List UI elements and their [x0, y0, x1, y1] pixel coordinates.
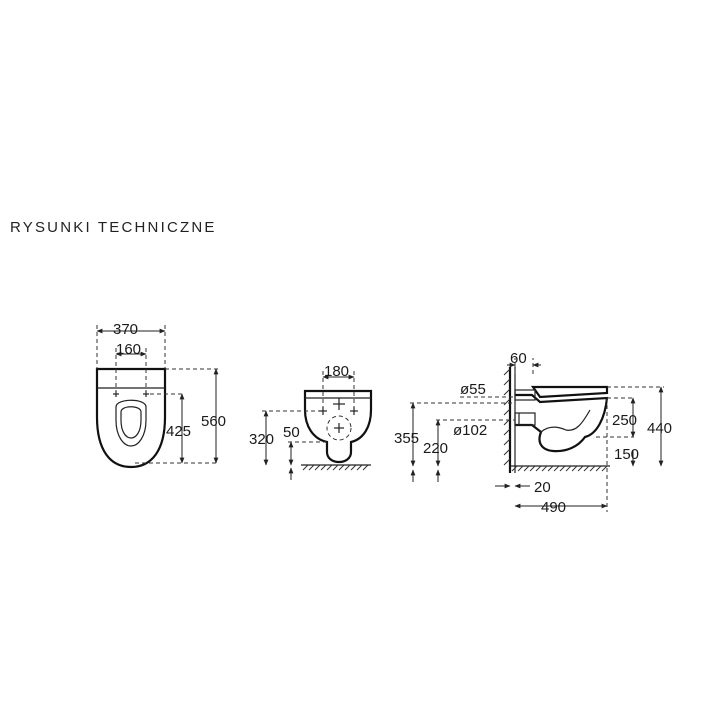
- dim-d102-label: ø102: [453, 422, 487, 439]
- dim-width-label: 370: [113, 321, 138, 338]
- bowl-outline-side: [303, 389, 373, 464]
- dim-220-label: 220: [423, 440, 448, 457]
- dim-150-label: 150: [614, 446, 639, 463]
- dim-outlet-label: 50: [283, 424, 300, 441]
- dim-355-label: 355: [394, 430, 419, 447]
- dim-holes-label: 160: [116, 341, 141, 358]
- dim-490-label: 490: [541, 499, 566, 516]
- seat-profile: [530, 385, 609, 399]
- side-fixings: [319, 398, 358, 441]
- dim-d55-label: ø55: [460, 381, 486, 398]
- profile-view: 60 ø55 ø102 355 220 250 440 150 20 490: [394, 350, 672, 516]
- dim-side-holes-label: 180: [324, 363, 349, 380]
- bowl-opening: [115, 399, 147, 447]
- dim-side-height-label: 320: [249, 431, 274, 448]
- dim-height-holes-label: 425: [166, 423, 191, 440]
- dim-60-label: 60: [510, 350, 527, 367]
- dim-250-label: 250: [612, 412, 637, 429]
- dim-440-label: 440: [647, 420, 672, 437]
- bowl-profile: [515, 393, 609, 453]
- page-title: RYSUNKI TECHNICZNE: [10, 219, 217, 236]
- dim-20-label: 20: [534, 479, 551, 496]
- front-view: 370 160 425 560: [95, 321, 226, 469]
- fixing-holes: [113, 391, 149, 397]
- side-view: 180 320 50: [249, 363, 373, 480]
- bowl-outline-front: [95, 367, 167, 469]
- dim-height-total-label: 560: [201, 413, 226, 430]
